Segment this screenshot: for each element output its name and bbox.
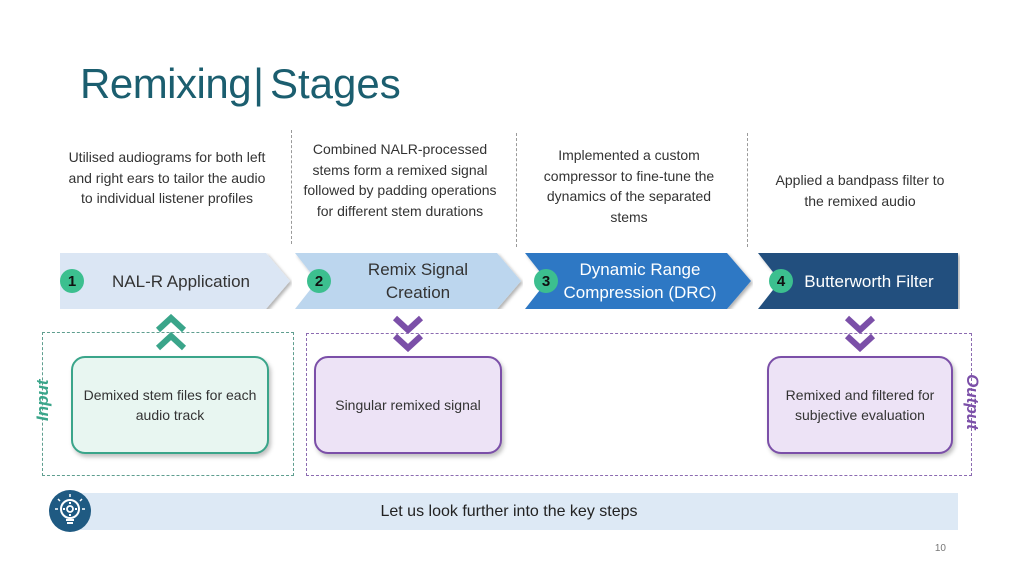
- stage-2-number: 2: [307, 269, 331, 293]
- stage-1-shape: [60, 253, 290, 309]
- stage-1-label: NAL-R Application: [112, 271, 250, 291]
- stage-2-label: Remix Signal Creation: [367, 260, 469, 302]
- stage-1-chevron: 1 NAL-R Application: [60, 253, 292, 309]
- input-box: Demixed stem files for each audio track: [71, 356, 269, 454]
- title-main: Remixing: [80, 60, 252, 107]
- stage-4-number: 4: [769, 269, 793, 293]
- stage-3-description: Implemented a custom compressor to fine-…: [543, 147, 715, 225]
- summary-banner: [60, 493, 958, 530]
- lightbulb-gear-icon: [49, 490, 91, 532]
- stage-4-chevron: 4 Butterworth Filter: [758, 253, 960, 309]
- remixed-signal-box: Singular remixed signal: [314, 356, 502, 454]
- stage-1-number: 1: [60, 269, 84, 293]
- description-divider: [747, 133, 748, 247]
- stage-2-shape: [295, 253, 521, 309]
- stage-1-description: Utilised audiograms for both left and ri…: [68, 149, 266, 206]
- page-number: 10: [934, 543, 946, 554]
- stage-3-chevron: 3 Dynamic Range Compression (DRC): [525, 253, 753, 309]
- stage-3-shape: [525, 253, 751, 309]
- title-separator: |: [253, 60, 264, 107]
- stage-4-description: Applied a bandpass filter to the remixed…: [775, 172, 945, 209]
- output-side-label: Output: [963, 374, 982, 430]
- stage-2-chevron: 2 Remix Signal Creation: [295, 253, 523, 309]
- stage-4-shape: [758, 253, 958, 309]
- stage-3-number: 3: [534, 269, 558, 293]
- input-region: [42, 332, 294, 476]
- stage-4-label: Butterworth Filter: [804, 271, 934, 291]
- input-side-label: Input: [33, 379, 52, 421]
- stage-3-label: Dynamic Range Compression (DRC): [563, 260, 717, 302]
- stage-2-description: Combined NALR-processed stems form a rem…: [303, 141, 497, 219]
- title-sub: Stages: [269, 60, 401, 107]
- down-chevrons-icon: [844, 314, 876, 352]
- page-title: Remixing|Stages: [80, 58, 401, 110]
- summary-banner-text: Let us look further into the key steps: [380, 502, 638, 520]
- down-chevrons-icon: [392, 314, 424, 352]
- up-chevrons-icon: [155, 314, 187, 352]
- description-divider: [516, 133, 517, 247]
- output-box: Remixed and filtered for subjective eval…: [767, 356, 953, 454]
- description-divider: [291, 130, 292, 244]
- output-region: [306, 333, 972, 476]
